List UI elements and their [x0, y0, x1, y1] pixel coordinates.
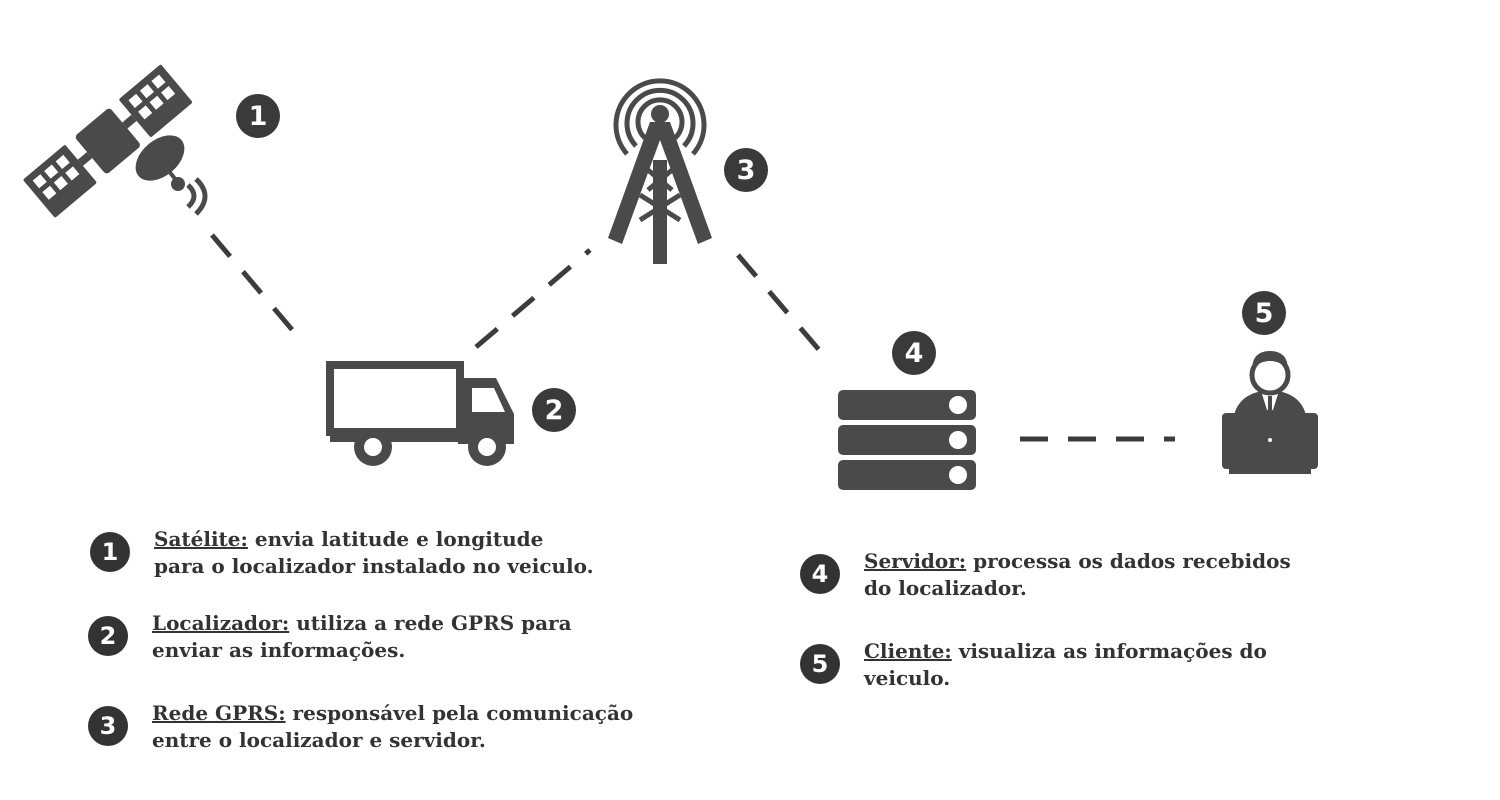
legend-item-gprs: 3 Rede GPRS: responsável pela comunicaçã…	[88, 700, 633, 754]
legend-term: Localizador:	[152, 611, 290, 635]
legend-number: 1	[90, 532, 130, 572]
legend-desc: responsável pela comunicação	[285, 701, 634, 725]
badge-satellite: 1	[236, 94, 280, 138]
legend-desc: processa os dados recebidos	[966, 549, 1291, 573]
satellite-icon	[23, 64, 208, 218]
legend-desc: entre o localizador e servidor.	[152, 728, 486, 752]
badge-gprs: 3	[724, 148, 768, 192]
server-icon	[838, 390, 976, 490]
legend-desc: visualiza as informações do	[951, 639, 1267, 663]
badge-client: 5	[1242, 291, 1286, 335]
legend-desc: do localizador.	[864, 576, 1027, 600]
legend-item-satellite: 1 Satélite: envia latitude e longitude pa…	[90, 526, 594, 580]
legend-term: Servidor:	[864, 549, 967, 573]
legend-number: 2	[88, 616, 128, 656]
legend-text: Localizador: utiliza a rede GPRS para env…	[152, 610, 572, 664]
legend-desc: enviar as informações.	[152, 638, 406, 662]
antenna-tower-icon	[608, 78, 712, 264]
legend-number: 4	[800, 554, 840, 594]
legend-desc: veiculo.	[864, 666, 951, 690]
legend-desc: para o localizador instalado no veiculo.	[154, 554, 594, 578]
legend-desc: utiliza a rede GPRS para	[289, 611, 572, 635]
link-satellite-truck	[210, 233, 307, 347]
badge-server: 4	[892, 331, 936, 375]
link-truck-tower	[474, 248, 592, 349]
legend-text: Satélite: envia latitude e longitude para…	[154, 526, 594, 580]
truck-icon	[326, 361, 514, 466]
legend-item-server: 4 Servidor: processa os dados recebidos d…	[800, 548, 1291, 602]
legend-term: Rede GPRS:	[152, 701, 286, 725]
legend-item-tracker: 2 Localizador: utiliza a rede GPRS para e…	[88, 610, 572, 664]
legend-desc: envia latitude e longitude	[247, 527, 544, 551]
legend-number: 3	[88, 706, 128, 746]
user-laptop-icon	[1222, 351, 1318, 474]
legend-text: Rede GPRS: responsável pela comunicação e…	[152, 700, 633, 754]
badge-tracker: 2	[532, 388, 576, 432]
legend-term: Cliente:	[864, 639, 952, 663]
legend-number: 5	[800, 644, 840, 684]
link-tower-server	[736, 253, 828, 360]
legend-text: Servidor: processa os dados recebidos do …	[864, 548, 1291, 602]
legend-term: Satélite:	[154, 527, 248, 551]
